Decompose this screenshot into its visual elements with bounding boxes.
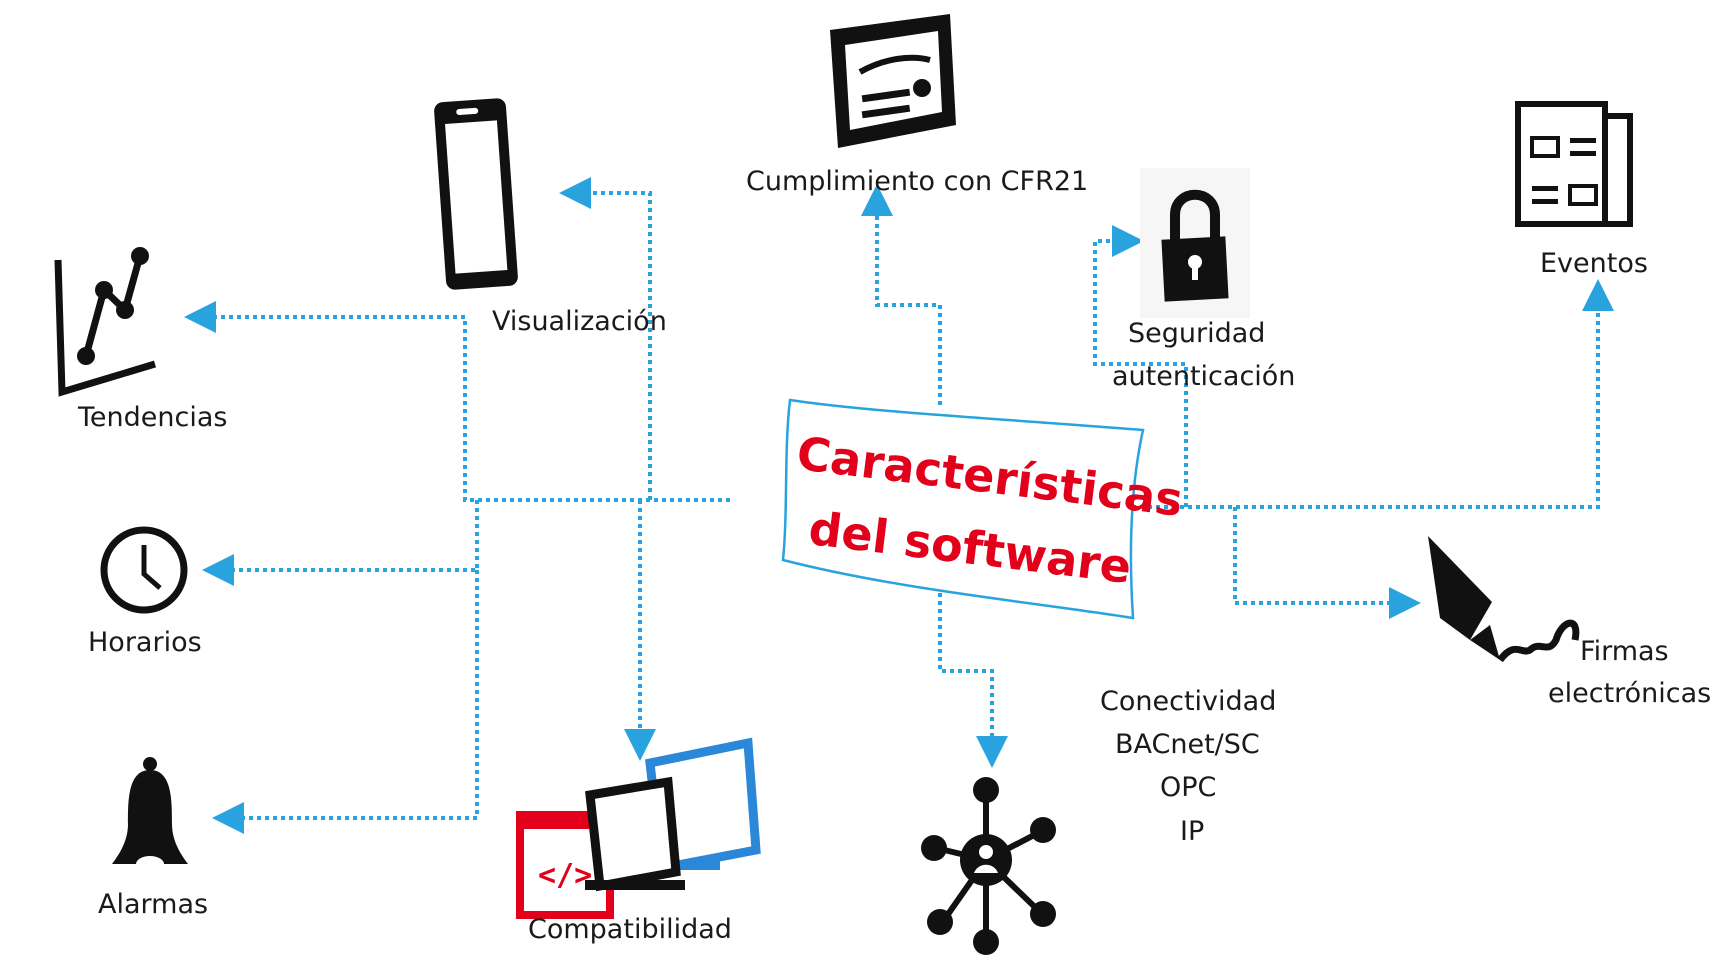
connector-firmas	[1233, 507, 1421, 619]
label-conectividad-4: IP	[1180, 816, 1205, 847]
center-box	[781, 398, 1145, 620]
clock-icon	[100, 526, 188, 614]
vertical-connectors	[861, 184, 1008, 768]
devices-icon: </>	[516, 737, 761, 919]
connector-visualizacion	[559, 177, 730, 502]
newspaper-icon	[1515, 101, 1633, 227]
label-tendencias: Tendencias	[78, 402, 228, 433]
label-horarios: Horarios	[88, 627, 202, 658]
connector-cfr21	[861, 184, 942, 405]
label-seguridad-line2: autenticación	[1112, 361, 1296, 392]
label-firmas-line1: Firmas	[1580, 636, 1669, 667]
label-conectividad-1: Conectividad	[1100, 686, 1277, 717]
label-cfr21: Cumplimiento con CFR21	[746, 166, 1089, 197]
label-seguridad-line1: Seguridad	[1128, 318, 1266, 349]
bell-icon	[112, 757, 188, 872]
left-connectors	[184, 177, 730, 834]
smartphone-icon	[434, 98, 518, 290]
padlock-icon	[1140, 168, 1250, 318]
connector-conectividad	[938, 585, 1008, 768]
label-eventos: Eventos	[1540, 248, 1648, 279]
connector-seguridad	[1093, 225, 1188, 507]
connector-tendencias	[184, 301, 650, 502]
label-conectividad-2: BACnet/SC	[1115, 729, 1260, 760]
connector-eventos	[1060, 279, 1614, 509]
svg-text:</>: </>	[538, 858, 592, 893]
trend-chart-icon	[54, 247, 157, 397]
right-connectors	[1060, 225, 1614, 619]
certificate-icon	[830, 14, 956, 148]
connector-alarmas	[212, 570, 479, 834]
label-alarmas: Alarmas	[98, 889, 209, 920]
label-visualizacion: Visualización	[492, 306, 667, 337]
fountain-pen-icon	[1428, 536, 1580, 663]
label-compatibilidad: Compatibilidad	[528, 914, 732, 945]
connector-horarios	[202, 500, 479, 586]
label-firmas-line2: electrónicas	[1548, 678, 1712, 709]
network-hub-icon	[921, 777, 1056, 955]
label-conectividad-3: OPC	[1160, 772, 1217, 803]
